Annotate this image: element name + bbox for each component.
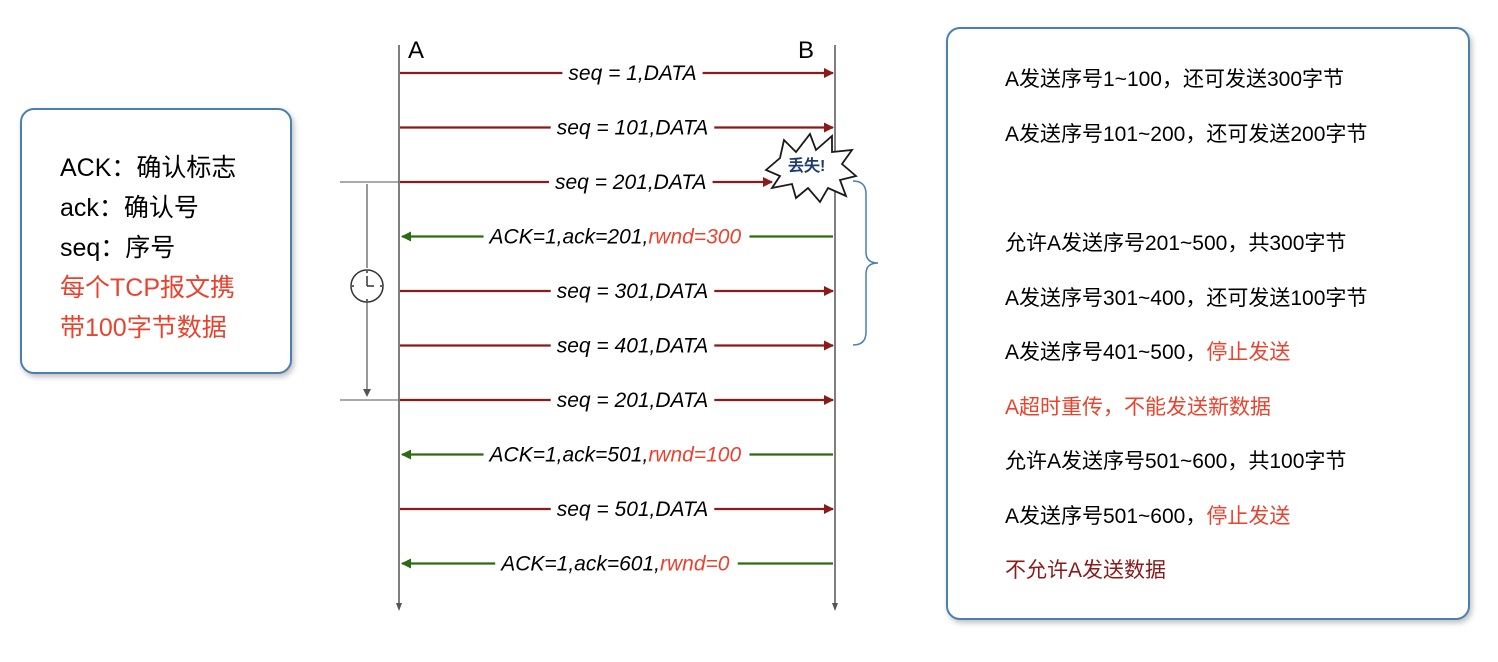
message-5: seq = 301,DATA: [400, 280, 834, 303]
host-b-label: B: [798, 37, 814, 64]
message-4: ACK=1,ack=201,rwnd=300: [401, 226, 833, 249]
timeline-a-arrow: [396, 603, 402, 611]
legend-note-line2: 带100字节数据: [60, 314, 227, 342]
message-label: ACK=1,ack=201,rwnd=300: [488, 226, 742, 249]
message-label: seq = 501,DATA: [557, 498, 709, 521]
message-9: seq = 501,DATA: [400, 498, 834, 521]
note-6: A超时重传，不能发送新数据: [1005, 396, 1272, 419]
lost-label: 丢失!: [788, 156, 825, 175]
message-arrows: seq = 1,DATA seq = 101,DATA seq = 201,DATA…: [400, 62, 834, 576]
legend-note-line1: 每个TCP报文携: [60, 274, 236, 302]
message-label: seq = 201,DATA: [557, 389, 709, 412]
note-8: A发送序号501~600，停止发送: [1005, 505, 1291, 528]
message-1: seq = 1,DATA: [400, 62, 834, 85]
message-10: ACK=1,ack=601,rwnd=0: [401, 553, 833, 576]
legend-ack-flag: ACK：确认标志: [60, 154, 237, 182]
timer-arrow: [363, 389, 371, 397]
message-label: seq = 101,DATA: [557, 117, 709, 140]
legend-ack-number: ack：确认号: [60, 194, 199, 222]
note-3: 允许A发送序号201~500，共300字节: [1005, 232, 1347, 255]
message-label: ACK=1,ack=501,rwnd=100: [488, 444, 742, 467]
note-9: 不允许A发送数据: [1005, 559, 1167, 582]
message-3: seq = 201,DATA: [400, 171, 773, 194]
clock-icon: [350, 269, 384, 303]
note-7: 允许A发送序号501~600，共100字节: [1005, 450, 1347, 473]
message-7: seq = 201,DATA: [400, 389, 834, 412]
message-label: seq = 401,DATA: [557, 335, 709, 358]
message-label: seq = 1,DATA: [568, 62, 696, 85]
message-8: ACK=1,ack=501,rwnd=100: [401, 444, 833, 467]
legend-box: ACK：确认标志 ack：确认号 seq：序号 每个TCP报文携 带100字节数…: [20, 108, 292, 374]
timeline-b-arrow: [832, 603, 838, 611]
message-6: seq = 401,DATA: [400, 335, 834, 358]
note-2: A发送序号101~200，还可发送200字节: [1005, 123, 1368, 146]
notes-box: A发送序号1~100，还可发送300字节 A发送序号101~200，还可发送20…: [946, 27, 1470, 620]
message-2: seq = 101,DATA: [400, 117, 834, 140]
note-5: A发送序号401~500，停止发送: [1005, 341, 1291, 364]
legend-seq: seq：序号: [60, 234, 176, 262]
lost-burst-icon: [764, 132, 858, 204]
note-1: A发送序号1~100，还可发送300字节: [1005, 68, 1345, 91]
note-4: A发送序号301~400，还可发送100字节: [1005, 287, 1368, 310]
window-brace: [852, 180, 879, 346]
host-a-label: A: [408, 37, 424, 64]
message-label: seq = 301,DATA: [557, 280, 709, 303]
message-label: ACK=1,ack=601,rwnd=0: [499, 553, 730, 576]
message-label: seq = 201,DATA: [555, 171, 707, 194]
